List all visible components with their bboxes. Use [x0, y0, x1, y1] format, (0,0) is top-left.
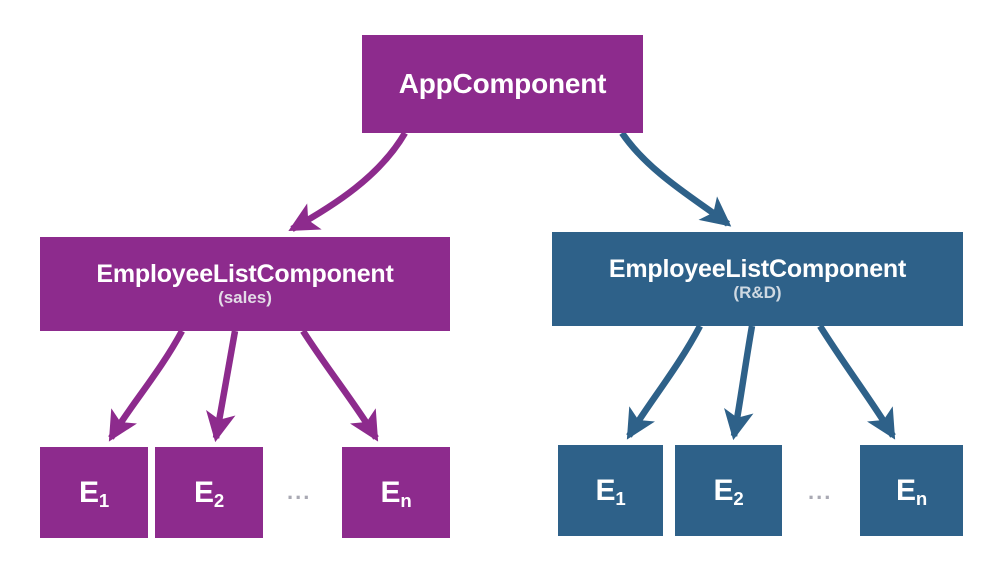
- arrow-rnd-list-to-employee-n: [817, 324, 896, 440]
- node-employee-list-sales-label: EmployeeListComponent: [96, 259, 394, 288]
- node-app-component-label: AppComponent: [398, 68, 607, 100]
- node-rnd-employee-n[interactable]: En: [860, 445, 963, 536]
- arrow-sales-list-to-employee-2: [206, 330, 239, 443]
- node-employee-list-rnd[interactable]: EmployeeListComponent (R&D): [552, 232, 963, 326]
- node-sales-employee-1[interactable]: E1: [40, 447, 148, 538]
- node-employee-list-sales-sublabel: (sales): [218, 287, 272, 307]
- arrow-sales-list-to-employee-1: [108, 329, 185, 442]
- arrow-app-to-rnd-list: [619, 131, 732, 227]
- arrow-app-to-sales-list: [288, 131, 408, 232]
- node-app-component[interactable]: AppComponent: [362, 35, 643, 133]
- arrow-rnd-list-to-employee-1: [626, 324, 703, 440]
- sales-leaves-ellipsis: ...: [287, 479, 312, 504]
- node-rnd-employee-n-label: En: [896, 473, 927, 509]
- node-rnd-employee-1-label: E1: [595, 473, 626, 509]
- node-sales-employee-n-label: En: [380, 475, 412, 511]
- node-employee-list-sales[interactable]: EmployeeListComponent (sales): [40, 237, 450, 331]
- rnd-leaves-ellipsis: ...: [808, 479, 833, 504]
- arrow-rnd-list-to-employee-2: [724, 325, 756, 441]
- node-sales-employee-1-label: E1: [79, 475, 109, 511]
- node-employee-list-rnd-label: EmployeeListComponent: [608, 254, 907, 283]
- node-rnd-employee-2-label: E2: [713, 473, 744, 509]
- node-rnd-employee-2[interactable]: E2: [675, 445, 782, 536]
- node-sales-employee-2[interactable]: E2: [155, 447, 263, 538]
- node-rnd-employee-1[interactable]: E1: [558, 445, 663, 536]
- node-sales-employee-n[interactable]: En: [342, 447, 450, 538]
- node-employee-list-rnd-sublabel: (R&D): [733, 282, 782, 302]
- node-sales-employee-2-label: E2: [194, 475, 224, 511]
- arrow-sales-list-to-employee-n: [300, 329, 379, 442]
